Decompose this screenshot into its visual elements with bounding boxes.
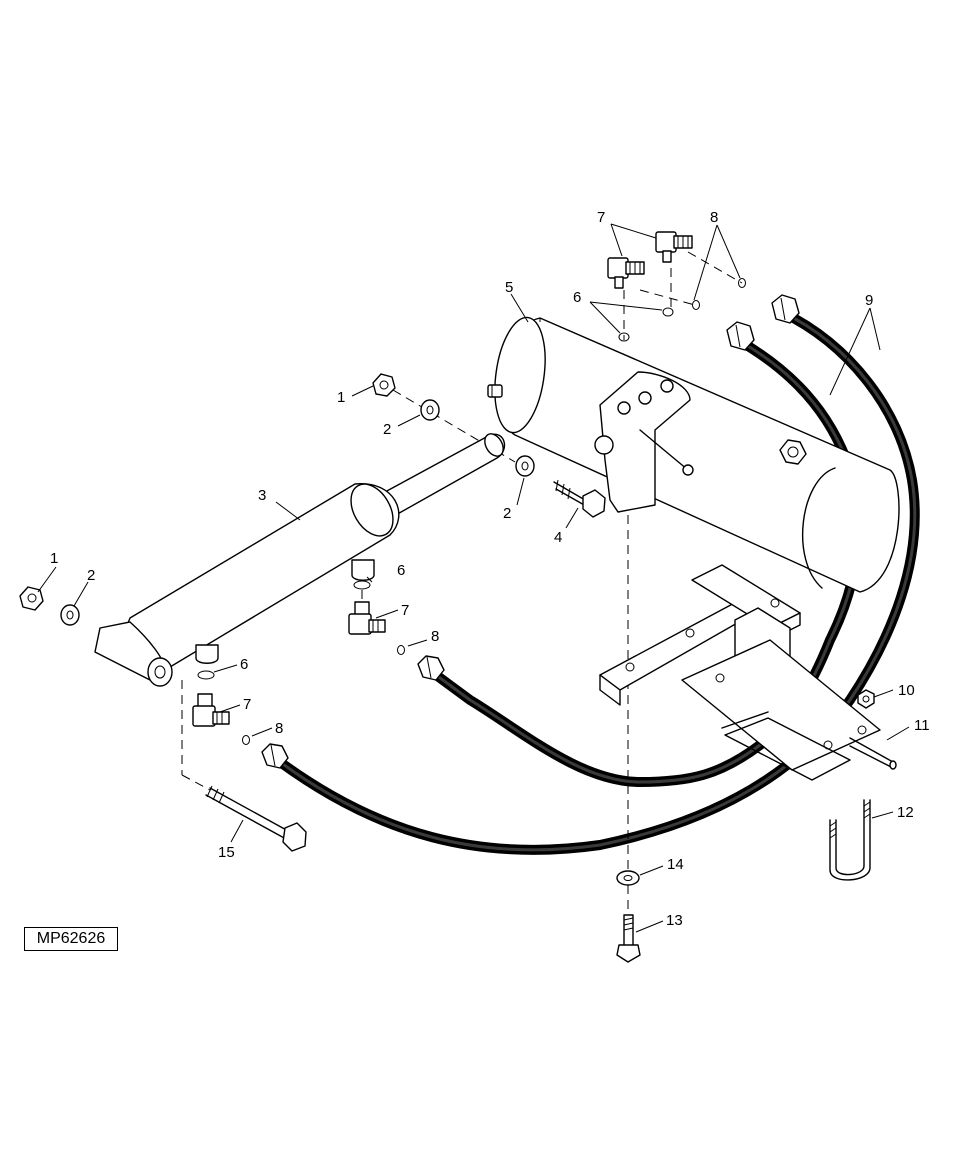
hose-fitting-lower-2 (261, 743, 289, 769)
elbow-fitting-top-right (655, 231, 693, 263)
washer-2-lower (60, 604, 80, 626)
hose-fitting-lower-1 (417, 655, 445, 681)
washer-14 (616, 870, 640, 886)
hose-fitting-upper-1 (726, 321, 755, 351)
o-rings (197, 278, 746, 745)
callout-2: 2 (87, 567, 95, 584)
callout-7: 7 (597, 209, 605, 226)
flange-nut (857, 689, 875, 709)
hydraulic-cylinder (94, 433, 506, 687)
lock-nut-1-lower (19, 586, 44, 611)
callout-8: 8 (431, 628, 439, 645)
leader-lines (37, 223, 910, 933)
tank-port-fitting (779, 439, 807, 465)
callout-labels: 1 1 2 2 2 3 4 5 6 6 6 7 7 7 8 8 8 9 10 1… (50, 209, 930, 929)
elbow-fitting-cylinder-lower (192, 693, 230, 727)
elbow-fitting-cylinder-upper (348, 601, 386, 635)
tank-band-bolt (487, 384, 503, 398)
washer-2-upper (420, 399, 440, 421)
mounting-bracket (599, 564, 881, 771)
lock-nut-1-upper (372, 373, 396, 397)
callout-6: 6 (397, 562, 405, 579)
callout-8: 8 (275, 720, 283, 737)
callout-2: 2 (503, 505, 511, 522)
callout-6: 6 (573, 289, 581, 306)
callout-3: 3 (258, 487, 266, 504)
callout-1: 1 (337, 389, 345, 406)
elbow-fitting-top-left (607, 257, 645, 289)
cap-screw-13 (616, 914, 641, 963)
callout-4: 4 (554, 529, 562, 546)
hose-fitting-upper-2 (771, 294, 800, 324)
callout-11: 11 (914, 717, 930, 734)
callout-13: 13 (666, 912, 683, 929)
callout-14: 14 (667, 856, 684, 873)
callout-8: 8 (710, 209, 718, 226)
callout-9: 9 (865, 292, 873, 309)
callout-6: 6 (240, 656, 248, 673)
callout-10: 10 (898, 682, 915, 699)
u-bolt (829, 799, 871, 881)
callout-2: 2 (383, 421, 391, 438)
cap-screw-15 (205, 785, 307, 852)
drawing-id-label: MP62626 (24, 927, 118, 951)
callout-7: 7 (243, 696, 251, 713)
tank-clamp-block (594, 371, 694, 513)
callout-12: 12 (897, 804, 914, 821)
cap-screw-4 (553, 479, 606, 518)
callout-5: 5 (505, 279, 513, 296)
callout-1: 1 (50, 550, 58, 567)
accumulator-tank (487, 316, 900, 593)
callout-15: 15 (218, 844, 235, 861)
callout-7: 7 (401, 602, 409, 619)
hose-clamp (721, 711, 897, 781)
washer-2-middle (515, 455, 535, 477)
